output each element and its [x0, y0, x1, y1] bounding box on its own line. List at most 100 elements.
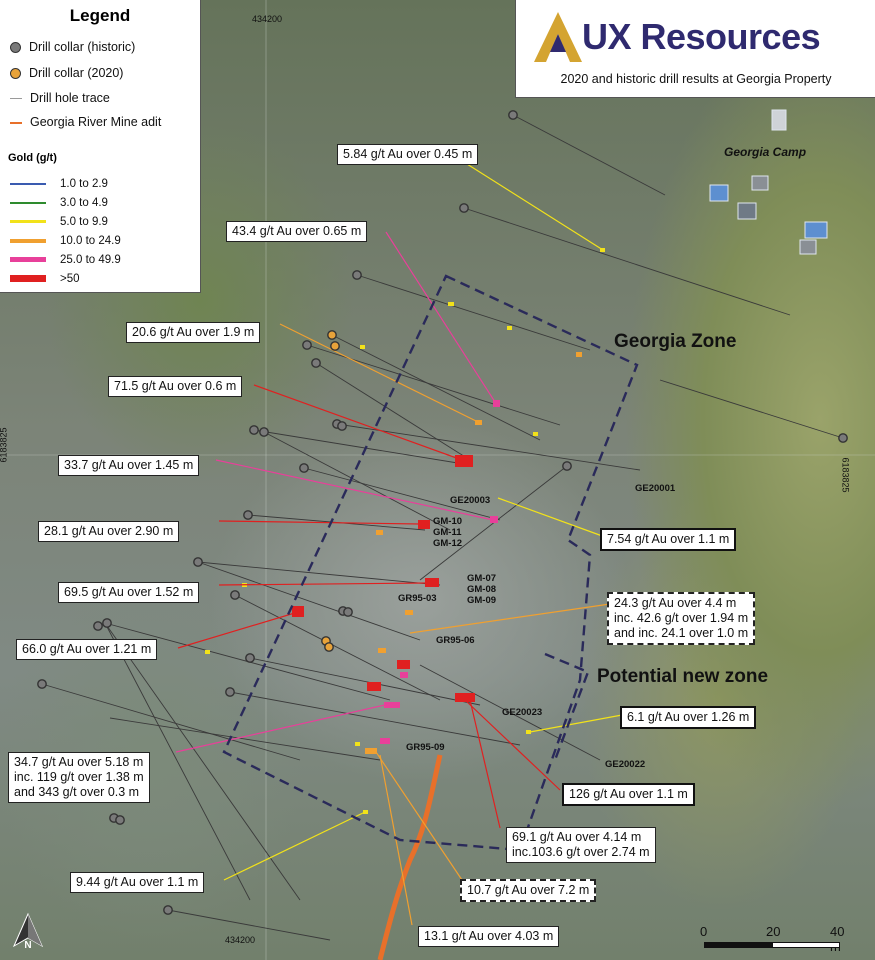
collars	[37, 110, 848, 915]
gold-swatch-icon	[10, 201, 46, 204]
mine-adit	[377, 754, 443, 960]
collar-historic	[337, 421, 347, 431]
drill-trace	[463, 207, 791, 316]
result-label: 6.1 g/t Au over 1.26 m	[620, 706, 757, 729]
collar-2020	[327, 330, 337, 340]
coord-top: 434200	[252, 14, 283, 24]
scale-segment	[772, 942, 840, 948]
collar-historic	[93, 621, 103, 631]
drill-trace	[331, 334, 541, 441]
collar-historic	[302, 340, 312, 350]
hole-id: GE20023	[502, 707, 543, 718]
leader	[175, 704, 386, 753]
collar-historic	[299, 463, 309, 473]
gold-item: 10.0 to 24.9	[10, 235, 121, 247]
leader	[375, 751, 463, 881]
gold-label: 5.0 to 9.9	[60, 216, 108, 228]
collar-historic	[352, 270, 362, 280]
interval-5-10	[205, 650, 210, 654]
leader	[385, 231, 496, 403]
drill-trace	[659, 379, 844, 439]
drill-trace	[104, 622, 301, 901]
result-label: 13.1 g/t Au over 4.03 m	[418, 926, 560, 947]
georgia-zone-outline	[222, 274, 639, 852]
collar-historic	[459, 203, 469, 213]
aux-logo-icon	[534, 12, 582, 62]
drill-trace	[253, 429, 471, 466]
result-label: 33.7 g/t Au over 1.45 m	[58, 455, 200, 476]
interval-25-50	[490, 516, 498, 523]
result-label: 5.84 g/t Au over 0.45 m	[337, 144, 479, 165]
gold-item: 3.0 to 4.9	[10, 197, 108, 209]
coord-right: 6183825	[840, 457, 851, 493]
interval-gt50	[397, 660, 410, 669]
gold-swatch-icon	[10, 238, 46, 243]
drill-trace	[336, 423, 641, 471]
scale-label-0: 0	[700, 924, 708, 939]
drill-trace	[419, 664, 601, 761]
brand-subtitle: 2020 and historic drill results at Georg…	[560, 72, 832, 86]
gold-item: 1.0 to 2.9	[10, 178, 108, 190]
result-label: 71.5 g/t Au over 0.6 m	[108, 376, 243, 397]
gold-title: Gold (g/t)	[8, 152, 57, 164]
scale-label-40: 40 m	[830, 924, 845, 954]
collar-historic	[163, 905, 173, 915]
adit-line-icon	[10, 121, 22, 124]
drill-trace	[315, 362, 471, 461]
leader	[464, 699, 561, 791]
historic-collar-icon	[10, 42, 21, 54]
hole-id: GM-07 GM-08 GM-09	[467, 573, 497, 606]
gold-item: 25.0 to 49.9	[10, 254, 121, 266]
legend-item: Drill collar (2020)	[10, 66, 123, 80]
collar-historic	[193, 557, 203, 567]
potential-zone-label: Potential new zone	[597, 666, 769, 687]
legend-panel: Legend Drill collar (historic) Drill col…	[0, 0, 201, 293]
interval-10-25	[405, 610, 413, 615]
gold-label: 25.0 to 49.9	[60, 254, 121, 266]
collar-historic	[225, 687, 235, 697]
leader	[253, 384, 463, 461]
leader	[223, 811, 366, 881]
brand-name: UX Resources	[582, 16, 821, 57]
collar-historic	[311, 358, 321, 368]
interval-25-50	[384, 702, 400, 708]
drill-trace	[197, 561, 421, 641]
interval-5-10	[507, 326, 512, 330]
drill-trace	[109, 717, 381, 761]
drill-trace	[104, 622, 251, 901]
legend-label: Drill hole trace	[30, 91, 110, 105]
drill-trace	[263, 431, 451, 531]
interval-gt50	[455, 455, 473, 467]
legend-item: Georgia River Mine adit	[10, 115, 161, 129]
gold-swatch-icon	[10, 275, 46, 283]
collar-historic	[115, 815, 125, 825]
result-label: 7.54 g/t Au over 1.1 m	[600, 528, 737, 551]
hole-id: GR95-03	[398, 593, 437, 604]
collar-2020	[324, 642, 334, 652]
interval-5-10	[526, 730, 531, 734]
building	[771, 109, 787, 131]
legend-item: Drill collar (historic)	[10, 40, 135, 54]
drill-trace	[249, 657, 481, 706]
result-label: 43.4 g/t Au over 0.65 m	[226, 221, 368, 242]
building	[751, 175, 769, 191]
coord-bottom: 434200	[225, 935, 256, 945]
drill-trace	[306, 344, 561, 426]
leader	[379, 754, 413, 926]
legend-title: Legend	[69, 6, 131, 25]
leader	[497, 497, 606, 538]
result-label: 24.3 g/t Au over 4.4 m inc. 42.6 g/t ove…	[607, 592, 756, 645]
interval-10-25	[365, 748, 377, 754]
leader	[409, 603, 611, 634]
drill-trace	[512, 114, 666, 196]
hole-id: GR95-06	[436, 635, 475, 646]
interval-5-10	[360, 345, 365, 349]
interval-25-50	[400, 672, 408, 678]
drill-trace	[356, 274, 591, 351]
interval-25-50	[493, 400, 500, 407]
north-arrow-icon: N	[12, 912, 44, 950]
interval-25-50	[380, 738, 390, 744]
result-label: 28.1 g/t Au over 2.90 m	[38, 521, 180, 542]
drill-trace	[197, 561, 441, 586]
